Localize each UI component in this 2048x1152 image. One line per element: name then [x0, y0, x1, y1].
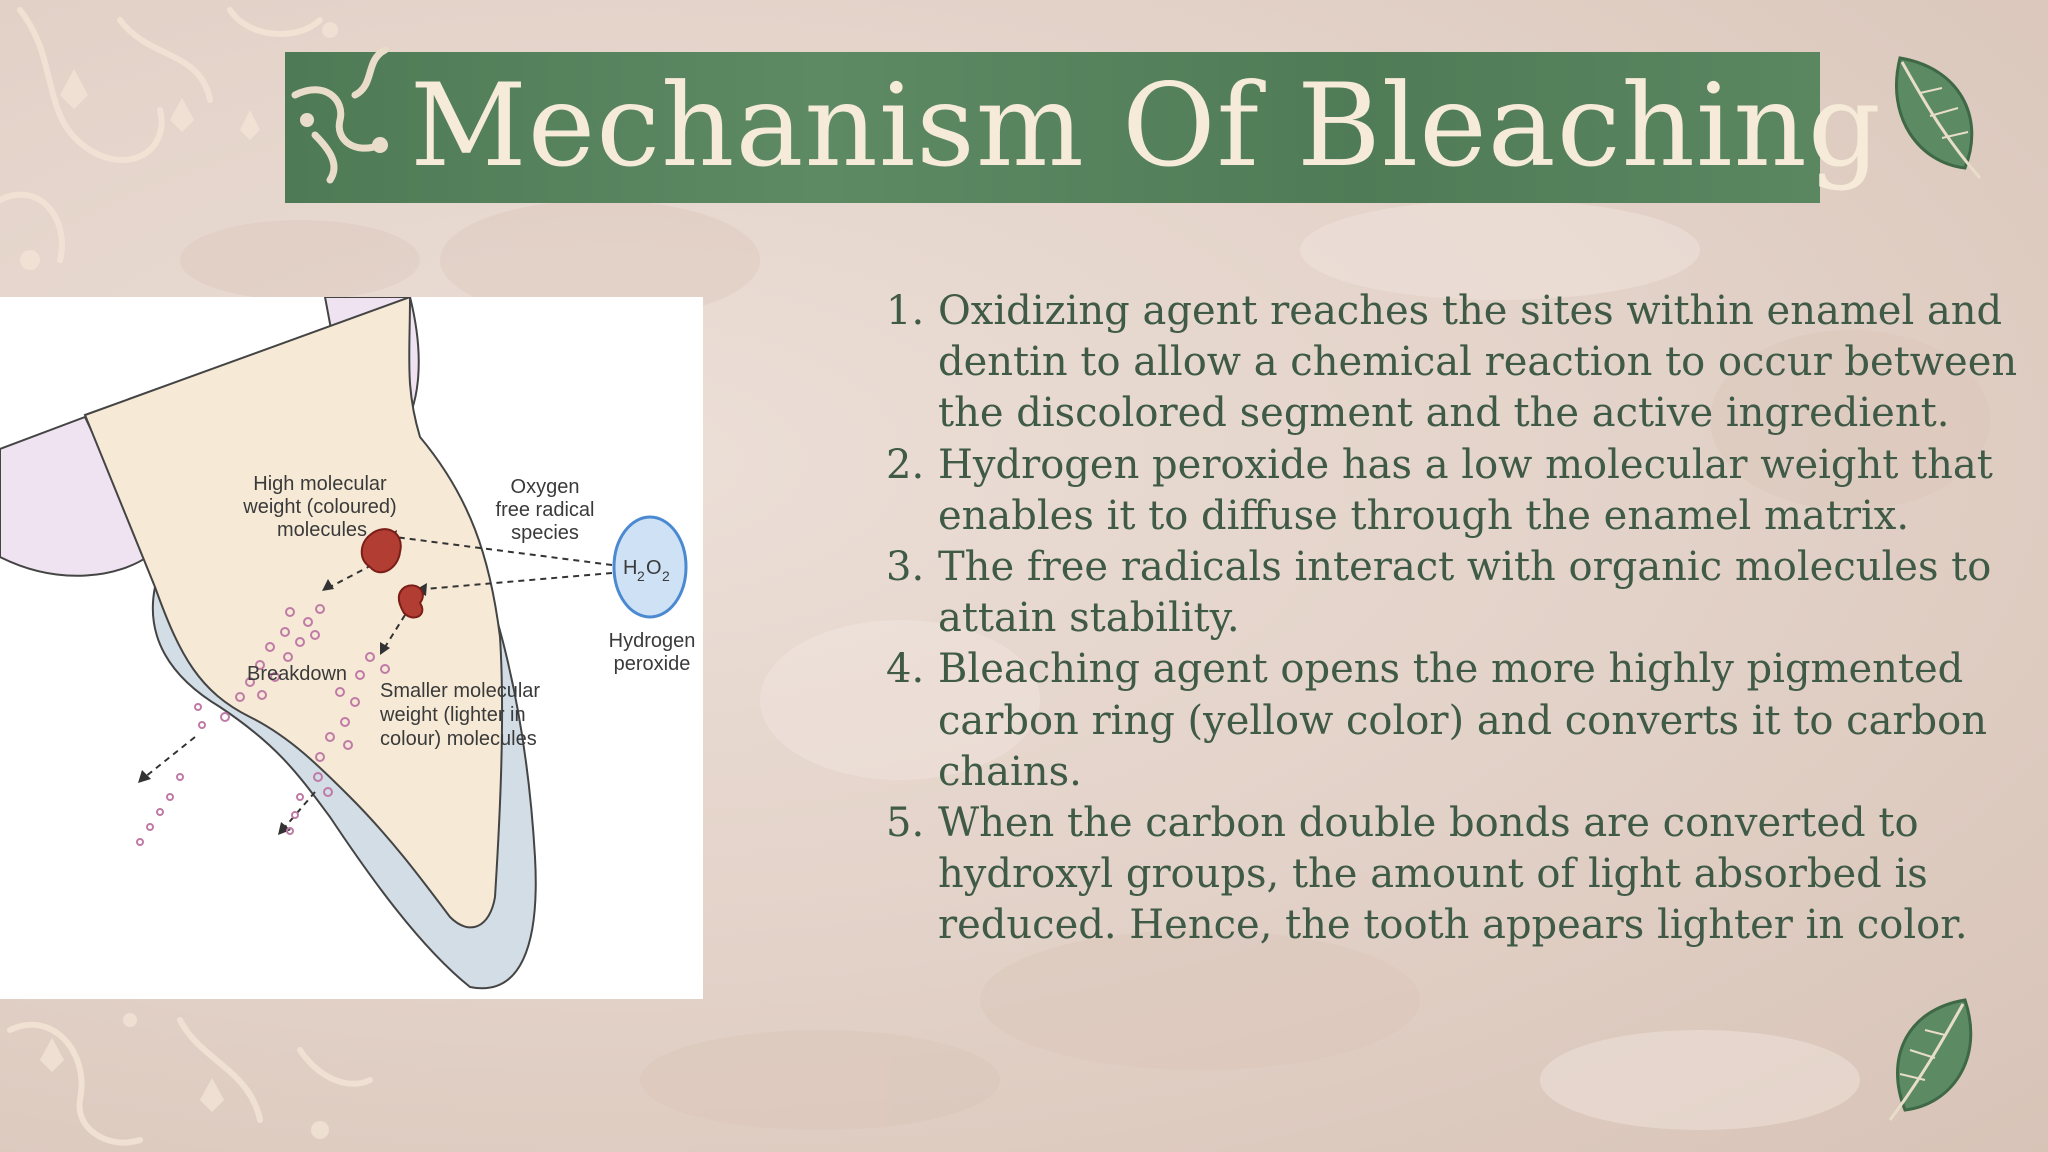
mechanism-steps-list: 1. Oxidizing agent reaches the sites wit… [886, 286, 2023, 952]
step-number: 3. [886, 544, 925, 591]
list-item: 3. The free radicals interact with organ… [886, 542, 2023, 644]
step-text: Oxidizing agent reaches the sites within… [938, 288, 2018, 437]
swirl-ornament [291, 46, 389, 184]
step-number: 5. [886, 800, 925, 847]
coloured-molecule-small [397, 584, 424, 619]
label-h2o2-sub2: 2 [662, 568, 670, 584]
step-number: 1. [886, 288, 925, 334]
label-oxygen-1: Oxygen [511, 476, 580, 498]
h2o2-molecule [612, 515, 688, 619]
label-smaller-1: Smaller molecular [380, 680, 540, 702]
slide-title: Mechanism Of Bleaching [410, 59, 1882, 192]
label-breakdown: Breakdown [247, 663, 347, 685]
label-high-mw-1: High molecular [253, 473, 387, 495]
label-oxygen-3: species [511, 522, 579, 544]
coloured-molecule [360, 528, 402, 574]
label-hydrogen-2: peroxide [614, 653, 691, 675]
label-high-mw-2: weight (coloured) [242, 496, 396, 518]
leaf-icon [1894, 56, 1982, 179]
title-banner [285, 52, 1820, 203]
step-text: Hydrogen peroxide has a low molecular we… [938, 441, 1993, 539]
bleaching-diagram: High molecular weight (coloured) molecul… [0, 295, 703, 999]
step-text: When the carbon double bonds are convert… [938, 800, 1968, 949]
step-text: Bleaching agent opens the more highly pi… [938, 646, 1987, 795]
step-number: 2. [886, 441, 925, 488]
label-hydrogen-1: Hydrogen [609, 630, 696, 652]
step-text: The free radicals interact with organic … [938, 544, 1992, 642]
label-h2o2-o: O [646, 557, 662, 579]
list-item: 4. Bleaching agent opens the more highly… [886, 644, 2023, 798]
label-high-mw-3: molecules [277, 519, 367, 541]
list-item: 2. Hydrogen peroxide has a low molecular… [886, 440, 2023, 542]
step-number: 4. [886, 646, 925, 693]
label-h2o2-h: H [623, 557, 637, 579]
label-smaller-2: weight (lighter in [379, 704, 526, 726]
list-item: 5. When the carbon double bonds are conv… [886, 798, 2023, 952]
tooth-illustration: High molecular weight (coloured) molecul… [0, 295, 696, 990]
leaf-icon [1888, 998, 1973, 1121]
floral-ornament-bottom-left [7, 1013, 373, 1146]
label-oxygen-2: free radical [496, 499, 595, 521]
list-item: 1. Oxidizing agent reaches the sites wit… [886, 286, 2023, 440]
label-h2o2-sub1: 2 [637, 568, 645, 584]
floral-ornament-top-left [0, 7, 338, 270]
label-smaller-3: colour) molecules [380, 728, 537, 750]
